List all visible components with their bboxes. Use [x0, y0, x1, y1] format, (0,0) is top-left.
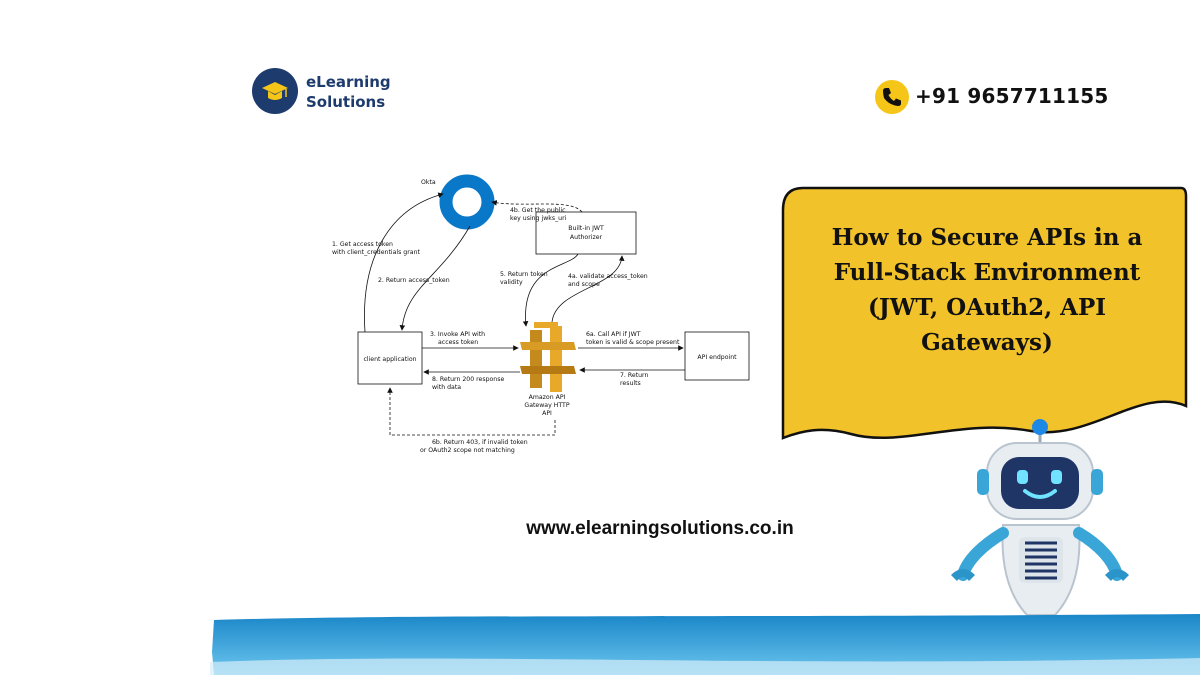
edge-5-label-1: 5. Return token [500, 271, 548, 278]
client-application-node [357, 331, 423, 385]
edge-1-label-1: 1. Get access token [332, 241, 393, 248]
website-link[interactable]: www.elearningsolutions.co.in [526, 518, 794, 539]
edge-2-label: 2. Return access_token [378, 277, 450, 284]
edge-8-label-1: 8. Return 200 response [432, 376, 504, 383]
title-banner [781, 186, 1188, 440]
edge-7-label-1: 7. Return [620, 372, 648, 379]
edge-4b-label-2: key using jwks_uri [510, 215, 567, 222]
edge-3-label-1: 3. Invoke API with [430, 331, 485, 338]
oauth-jwt-architecture-diagram: Okta Built-in JWT Authorizer client appl… [332, 174, 750, 454]
gateway-label-2: Gateway HTTP [524, 402, 569, 409]
edge-6a-label-1: 6a. Call API if JWT [586, 331, 641, 338]
client-label: client application [363, 356, 416, 363]
authorizer-label-1: Built-in JWT [568, 225, 604, 232]
edge-3-label-2: access token [438, 339, 478, 346]
edge-6b-label-1: 6b. Return 403, if invalid token [432, 439, 528, 446]
jwt-authorizer-node [535, 211, 637, 255]
gateway-label-1: Amazon API [529, 394, 566, 401]
edge-4b-arrow [491, 200, 583, 213]
edge-4a-label-2: and scope [568, 281, 600, 288]
brand-name: eLearning Solutions [306, 72, 391, 112]
phone-icon [875, 80, 909, 114]
edge-5-label-2: validity [500, 279, 523, 286]
okta-icon [439, 174, 495, 230]
edge-6b-arrow [387, 387, 556, 436]
edge-5-arrow [522, 253, 579, 327]
brand-line-1: eLearning [306, 73, 391, 91]
edge-1-arrow [364, 192, 444, 333]
brand-logo: eLearning Solutions [252, 68, 432, 116]
api-gateway-icon [520, 322, 576, 392]
edge-1-label-2: with client_credentials grant [332, 249, 420, 256]
api-endpoint-node [684, 331, 750, 381]
banner-title: How to Secure APIs in a Full-Stack Envir… [831, 224, 1143, 356]
edge-7-label-2: results [620, 380, 641, 387]
edge-8-label-2: with data [432, 384, 461, 391]
graduation-cap-icon [252, 68, 298, 114]
edge-2-arrow [399, 225, 471, 331]
brand-line-2: Solutions [306, 93, 386, 111]
edge-4b-label-1: 4b. Get the public [510, 207, 566, 214]
contact-phone[interactable]: +91 9657711155 [875, 80, 1115, 114]
edge-4a-label-1: 4a. validate access_token [568, 273, 648, 280]
robot-mascot-icon [951, 419, 1129, 616]
edge-4a-arrow [551, 255, 625, 323]
edge-6b-label-2: or OAuth2 scope not matching [420, 447, 515, 454]
gateway-label-3: API [542, 410, 552, 417]
edge-6a-label-2: token is valid & scope present [586, 339, 680, 346]
decorative-wave [210, 614, 1200, 675]
phone-number[interactable]: +91 9657711155 [915, 84, 1109, 108]
authorizer-label-2: Authorizer [570, 234, 603, 241]
okta-label: Okta [421, 179, 436, 186]
endpoint-label: API endpoint [697, 354, 737, 361]
